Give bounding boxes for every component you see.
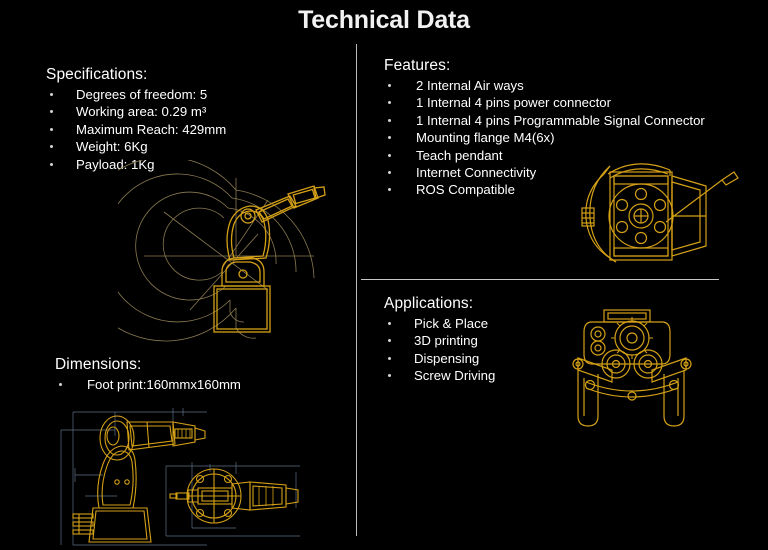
specifications-list: Degrees of freedom: 5 Working area: 0.29… xyxy=(46,86,226,173)
horizontal-divider xyxy=(361,279,719,280)
applications-heading: Applications: xyxy=(384,295,474,312)
mounting-flange-bolt-pattern-diagram xyxy=(566,152,762,276)
list-item: Foot print:160mmx160mm xyxy=(55,376,241,393)
robot-arm-working-envelope-diagram xyxy=(118,160,333,350)
list-item: Teach pendant xyxy=(384,147,705,164)
specifications-section: Specifications: Degrees of freedom: 5 Wo… xyxy=(46,66,226,173)
features-section: Features: 2 Internal Air ways 1 Internal… xyxy=(384,57,705,199)
list-item: Pick & Place xyxy=(384,315,495,332)
features-heading: Features: xyxy=(384,57,451,74)
dimensions-section: Dimensions: Foot print:160mmx160mm xyxy=(55,356,241,393)
list-item: Working area: 0.29 m³ xyxy=(46,103,226,120)
list-item: Dispensing xyxy=(384,350,495,367)
specifications-heading: Specifications: xyxy=(46,66,148,83)
applications-list: Pick & Place 3D printing Dispensing Scre… xyxy=(384,315,495,385)
list-item: Mounting flange M4(6x) xyxy=(384,129,705,146)
list-item: Weight: 6Kg xyxy=(46,138,226,155)
gear-driven-gripper-diagram xyxy=(556,308,706,430)
applications-section: Applications: Pick & Place 3D printing D… xyxy=(384,295,495,385)
list-item: Degrees of freedom: 5 xyxy=(46,86,226,103)
features-list: 2 Internal Air ways 1 Internal 4 pins po… xyxy=(384,77,705,199)
list-item: Internet Connectivity xyxy=(384,164,705,181)
robot-arm-side-view-dimensioned-drawing xyxy=(55,400,215,550)
list-item: 3D printing xyxy=(384,332,495,349)
page-title: Technical Data xyxy=(298,6,470,34)
list-item: 1 Internal 4 pins power connector xyxy=(384,94,705,111)
list-item: 2 Internal Air ways xyxy=(384,77,705,94)
list-item: Payload: 1Kg xyxy=(46,156,226,173)
list-item: Maximum Reach: 429mm xyxy=(46,121,226,138)
dimensions-heading: Dimensions: xyxy=(55,356,142,373)
list-item: Screw Driving xyxy=(384,367,495,384)
list-item: 1 Internal 4 pins Programmable Signal Co… xyxy=(384,112,705,129)
robot-arm-top-view-dimensioned-drawing xyxy=(158,452,308,550)
list-item: ROS Compatible xyxy=(384,181,705,198)
dimensions-list: Foot print:160mmx160mm xyxy=(55,376,241,393)
vertical-divider xyxy=(356,44,357,536)
list-item-label: Working area: 0.29 m³ xyxy=(76,104,207,120)
